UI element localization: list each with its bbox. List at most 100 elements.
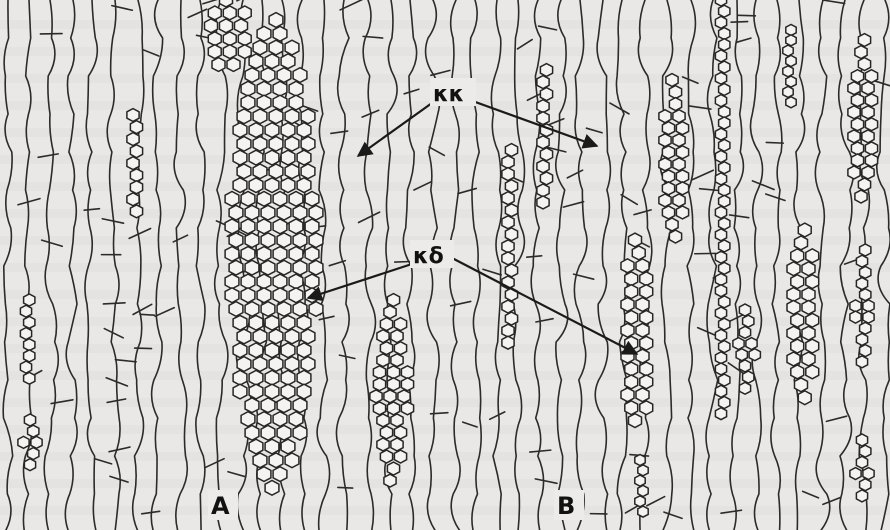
ray-cell — [130, 181, 142, 194]
fiber-cross-wall — [339, 355, 354, 358]
ray-cell — [241, 247, 255, 262]
ray-cell — [394, 318, 406, 331]
ray-cell — [24, 414, 35, 426]
ray-cell — [676, 182, 688, 195]
ray-cell — [862, 106, 874, 119]
ray-cell — [659, 110, 671, 123]
ray-cell — [301, 329, 315, 344]
ray-cell — [387, 402, 399, 415]
ray-cell — [791, 365, 804, 379]
ray-cell — [865, 94, 877, 107]
ray-cell — [640, 285, 653, 299]
fiber-cross-wall — [621, 195, 637, 205]
ray-cell — [669, 98, 681, 111]
ray-cell — [273, 412, 287, 427]
ray-cell — [208, 32, 221, 46]
label-kk: κκ — [433, 82, 464, 107]
fiber-cross-wall — [431, 413, 448, 414]
ray-cell — [249, 123, 263, 138]
ray-cell — [635, 496, 645, 507]
ray-cell — [636, 349, 649, 363]
ray-cell — [848, 166, 860, 179]
ray-cell — [297, 150, 311, 165]
ray-cell — [281, 384, 295, 399]
ray-cell — [719, 195, 730, 207]
ray-cell — [24, 294, 35, 306]
ray-cell — [257, 274, 271, 289]
ray-cell — [297, 123, 311, 138]
ray-cell — [802, 301, 815, 315]
ray-cell — [281, 123, 295, 138]
ray-cell — [786, 76, 796, 87]
ray-cell — [719, 341, 730, 353]
ray-cell — [205, 19, 218, 33]
fiber-cross-wall — [803, 491, 819, 497]
ray-cell — [309, 260, 323, 275]
ray-cell — [851, 118, 863, 131]
ray-cell — [858, 178, 870, 191]
ray-cell — [719, 84, 730, 96]
ray-cell — [28, 425, 39, 437]
fiber-cross-wall — [140, 314, 154, 315]
ray-cell — [384, 474, 396, 487]
ray-cell — [265, 439, 279, 454]
ray-cell — [253, 329, 267, 344]
ray-cell — [505, 264, 517, 277]
ray-cell — [24, 316, 35, 328]
ray-cell — [257, 81, 271, 96]
ray-cell — [241, 274, 255, 289]
ray-cell — [806, 275, 819, 289]
ray-cell — [24, 372, 35, 384]
ray-cell — [229, 260, 243, 275]
ray-cell — [269, 13, 283, 28]
fiber-cross-wall — [133, 304, 152, 314]
ray-cell — [791, 275, 804, 289]
ray-cell — [245, 302, 259, 317]
ray-cell — [715, 95, 726, 107]
ray-cell — [739, 326, 750, 338]
ray-cell — [673, 110, 685, 123]
ray-cell — [856, 490, 867, 502]
fiber-cross-wall — [731, 22, 748, 23]
ray-cell — [505, 228, 517, 241]
ray-cell — [293, 425, 307, 440]
ray-cell — [856, 456, 867, 468]
ray-cell — [540, 148, 552, 161]
ray-cell — [297, 178, 311, 193]
ray-cell — [241, 81, 255, 96]
fiber-cross-wall — [766, 194, 785, 200]
ray-cell — [505, 312, 517, 325]
fiber-cross-wall — [103, 303, 125, 304]
ray-cell — [625, 272, 638, 286]
ray-cell — [241, 412, 255, 427]
ray-cell — [743, 371, 754, 383]
ray-cell — [289, 274, 303, 289]
fiber-cross-wall — [237, 0, 252, 1]
ray-cell — [257, 467, 271, 482]
ray-cell — [669, 230, 681, 243]
ray-cell — [743, 315, 754, 327]
fiber-cross-wall — [395, 261, 411, 262]
ray-cell — [673, 194, 685, 207]
fiber-cross-wall — [692, 170, 713, 180]
ray-cell — [241, 95, 255, 110]
ray-cell — [261, 233, 275, 248]
ray-cell — [860, 445, 871, 457]
ray-cell — [273, 95, 287, 110]
ray-cell — [666, 74, 678, 87]
ray-cell — [625, 285, 638, 299]
ray-cell — [715, 206, 726, 218]
ray-cell — [237, 109, 251, 124]
ray-cell — [802, 326, 815, 340]
ray-cell — [848, 130, 860, 143]
ray-cell — [387, 366, 399, 379]
ray-cell — [233, 370, 247, 385]
ray-cell — [249, 178, 263, 193]
ray-cell — [719, 106, 730, 118]
ray-cell — [289, 81, 303, 96]
ray-cell — [285, 357, 299, 372]
ray-cell — [373, 366, 385, 379]
ray-cell — [733, 338, 744, 350]
ray-cell — [309, 233, 323, 248]
ray-cell — [257, 219, 271, 234]
